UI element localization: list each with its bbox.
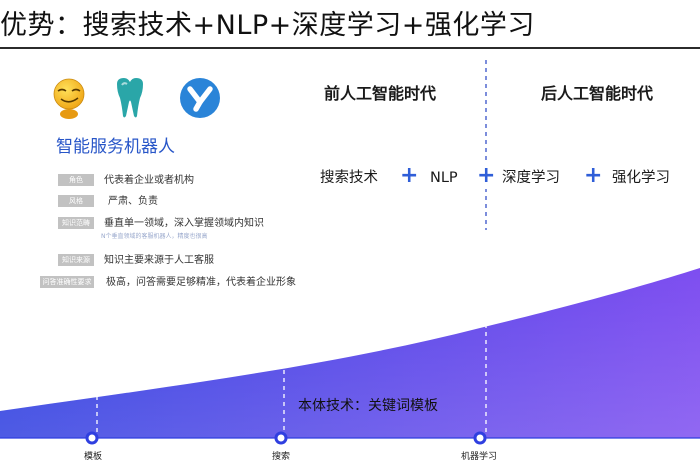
title-divider bbox=[0, 47, 700, 49]
timeline-label-template: 模板 bbox=[84, 452, 103, 462]
tech-deep-learning: 深度学习 bbox=[502, 170, 560, 186]
row-tag-style: 风格 bbox=[58, 195, 94, 207]
row-tag-knowledge-scope: 知识范畴 bbox=[58, 217, 94, 229]
timeline-dot-ml bbox=[473, 431, 487, 445]
page-title: 优势：搜索技术+NLP+深度学习+强化学习 bbox=[0, 10, 535, 41]
row-text-accuracy: 极高，问答需要足够精准，代表着企业形象 bbox=[106, 277, 296, 288]
plus-icon: + bbox=[400, 163, 419, 188]
tech-nlp: NLP bbox=[430, 170, 458, 186]
row-text-knowledge-source: 知识主要来源于人工客服 bbox=[104, 255, 214, 266]
tech-reinforcement-learning: 强化学习 bbox=[612, 170, 670, 186]
era-post-ai: 后人工智能时代 bbox=[541, 84, 654, 103]
row-text-role: 代表着企业或者机构 bbox=[104, 175, 194, 186]
service-robot-title: 智能服务机器人 bbox=[56, 137, 175, 157]
row-subtext-knowledge-scope: N个垂直领域的客服机器人，精度也很高 bbox=[101, 233, 208, 240]
plus-icon: + bbox=[476, 163, 497, 189]
row-tag-accuracy: 问答准确性要求 bbox=[40, 276, 94, 288]
timeline-dot-search bbox=[274, 431, 288, 445]
timeline-label-search: 搜索 bbox=[272, 452, 291, 462]
timeline-label-ml: 机器学习 bbox=[461, 452, 498, 462]
smiley-icon bbox=[53, 78, 85, 119]
tooth-icon bbox=[117, 78, 143, 118]
tech-search: 搜索技术 bbox=[320, 170, 378, 186]
row-text-knowledge-scope: 垂直单一领域，深入掌握领域内知识 bbox=[104, 218, 264, 229]
base-technology-label: 本体技术：关键词模板 bbox=[298, 398, 438, 414]
y-logo-icon bbox=[180, 78, 220, 118]
row-tag-role: 角色 bbox=[58, 174, 94, 186]
plus-icon: + bbox=[584, 163, 603, 188]
timeline-dot-template bbox=[85, 431, 99, 445]
row-text-style: 严肃、负责 bbox=[108, 196, 158, 207]
era-pre-ai: 前人工智能时代 bbox=[324, 84, 437, 103]
row-tag-knowledge-source: 知识来源 bbox=[58, 254, 94, 266]
